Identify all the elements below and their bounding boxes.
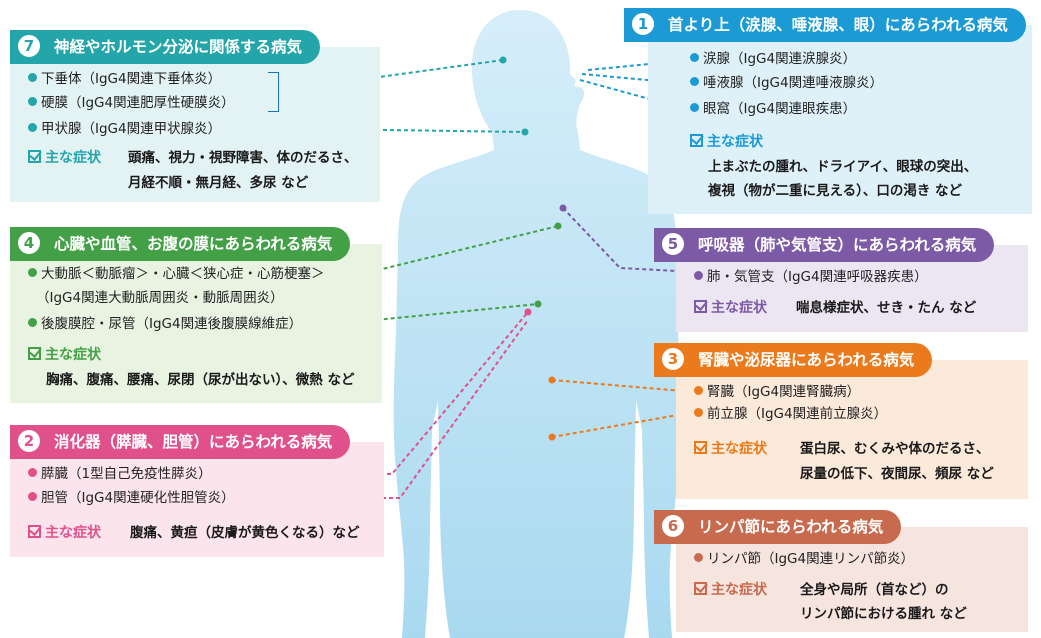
list-item: 膵臓（1型自己免疫性膵炎）: [28, 465, 212, 483]
panel-title: リンパ節にあらわれる病気: [698, 518, 884, 536]
panel-number: 3: [660, 346, 686, 372]
symptoms-label: 主な症状: [28, 148, 101, 168]
symptoms-label: 主な症状: [694, 298, 767, 318]
checkbox-icon: [690, 134, 703, 147]
list-item: 大動脈＜動脈瘤＞・心臓＜狭心症・心筋梗塞＞: [28, 265, 325, 283]
panel-kidney-urinary: 3 腎臓や泌尿器にあらわれる病気 腎臓（IgG4関連腎臓病） 前立腺（IgG4関…: [654, 343, 1028, 499]
list-item: 胆管（IgG4関連硬化性胆管炎）: [28, 489, 235, 507]
panel-header: 7 神経やホルモン分泌に関係する病気: [10, 30, 321, 64]
symptoms-text: 尿量の低下、夜間尿、頻尿 など: [800, 466, 994, 482]
list-item: 眼窩（IgG4関連眼疾患）: [690, 100, 856, 118]
panel-header: 2 消化器（膵臓、胆管）にあらわれる病気: [10, 425, 351, 459]
symptoms-label: 主な症状: [28, 523, 101, 543]
list-item: 甲状腺（IgG4関連甲状腺炎）: [28, 120, 221, 138]
panel-number: 7: [16, 33, 42, 59]
panel-title: 腎臓や泌尿器にあらわれる病気: [698, 351, 915, 369]
symptoms-text: リンパ節における腫れ など: [800, 606, 967, 622]
symptoms-text: 頭痛、視力・視野障害、体のだるさ、: [128, 150, 358, 166]
panel-title: 神経やホルモン分泌に関係する病気: [54, 38, 303, 56]
panel-number: 1: [630, 11, 656, 37]
list-item: 後腹膜腔・尿管（IgG4関連後腹膜線維症）: [28, 315, 302, 333]
list-item: 肺・気管支（IgG4関連呼吸器疾患）: [694, 268, 928, 286]
panel-header: 5 呼吸器（肺や気管支）にあらわれる病気: [654, 228, 995, 262]
symptoms-label: 主な症状: [690, 132, 763, 152]
panel-title: 呼吸器（肺や気管支）にあらわれる病気: [698, 236, 977, 254]
list-item: 涙腺（IgG4関連涙腺炎）: [690, 50, 856, 68]
list-item: 硬膜（IgG4関連肥厚性硬膜炎）: [28, 94, 235, 112]
symptoms-text: 胸痛、腹痛、腰痛、尿閉（尿が出ない）、微熱 など: [46, 372, 355, 388]
checkbox-icon: [28, 347, 41, 360]
symptoms-label: 主な症状: [694, 580, 767, 600]
checkbox-icon: [28, 150, 41, 163]
panel-number: 4: [16, 230, 42, 256]
panel-title: 首より上（涙腺、唾液腺、眼）にあらわれる病気: [668, 16, 1008, 34]
panel-above-neck: 1 首より上（涙腺、唾液腺、眼）にあらわれる病気 涙腺（IgG4関連涙腺炎） 唾…: [624, 8, 1032, 214]
list-item: 唾液腺（IgG4関連唾液腺炎）: [690, 74, 883, 92]
symptoms-label: 主な症状: [28, 345, 101, 365]
checkbox-icon: [694, 441, 707, 454]
panel-header: 3 腎臓や泌尿器にあらわれる病気: [654, 343, 933, 377]
symptoms-text: 腹痛、黄疸（皮膚が黄色くなる）など: [130, 525, 360, 541]
list-item: 下垂体（IgG4関連下垂体炎）: [28, 70, 221, 88]
symptoms-text: 上まぶたの腫れ、ドライアイ、眼球の突出、: [708, 159, 978, 175]
panel-nervous-hormone: 7 神経やホルモン分泌に関係する病気 下垂体（IgG4関連下垂体炎） 硬膜（Ig…: [10, 30, 380, 202]
symptoms-text: 全身や局所（首など）の: [800, 582, 949, 598]
panel-title: 心臓や血管、お腹の膜にあらわれる病気: [54, 235, 333, 253]
list-item: 前立腺（IgG4関連前立腺炎）: [694, 405, 887, 423]
symptoms-label: 主な症状: [694, 439, 767, 459]
panel-lymph-nodes: 6 リンパ節にあらわれる病気 リンパ節（IgG4関連リンパ節炎） 主な症状 全身…: [654, 510, 1028, 632]
checkbox-icon: [694, 300, 707, 313]
symptoms-text: 喘息様症状、せき・たん など: [796, 300, 977, 316]
list-item: （IgG4関連大動脈周囲炎・動脈周囲炎）: [36, 290, 284, 306]
panel-number: 5: [660, 231, 686, 257]
panel-number: 2: [16, 428, 42, 454]
checkbox-icon: [28, 525, 41, 538]
panel-digestive: 2 消化器（膵臓、胆管）にあらわれる病気 膵臓（1型自己免疫性膵炎） 胆管（Ig…: [10, 425, 384, 557]
symptoms-text: 蛋白尿、むくみや体のだるさ、: [800, 441, 990, 457]
list-item: 腎臓（IgG4関連腎臓病）: [694, 383, 860, 401]
list-item: リンパ節（IgG4関連リンパ節炎）: [694, 550, 914, 568]
panel-respiratory: 5 呼吸器（肺や気管支）にあらわれる病気 肺・気管支（IgG4関連呼吸器疾患） …: [654, 228, 1028, 332]
panel-header: 6 リンパ節にあらわれる病気: [654, 510, 902, 544]
bracket: [268, 72, 279, 112]
symptoms-text: 複視（物が二重に見える）、口の渇き など: [708, 183, 963, 199]
symptoms-text: 月経不順・無月経、多尿 など: [128, 175, 309, 191]
checkbox-icon: [694, 582, 707, 595]
panel-heart-vessels: 4 心臓や血管、お腹の膜にあらわれる病気 大動脈＜動脈瘤＞・心臓＜狭心症・心筋梗…: [10, 227, 382, 403]
panel-title: 消化器（膵臓、胆管）にあらわれる病気: [54, 433, 333, 451]
panel-number: 6: [660, 513, 686, 539]
panel-header: 4 心臓や血管、お腹の膜にあらわれる病気: [10, 227, 351, 261]
panel-header: 1 首より上（涙腺、唾液腺、眼）にあらわれる病気: [624, 8, 1026, 42]
